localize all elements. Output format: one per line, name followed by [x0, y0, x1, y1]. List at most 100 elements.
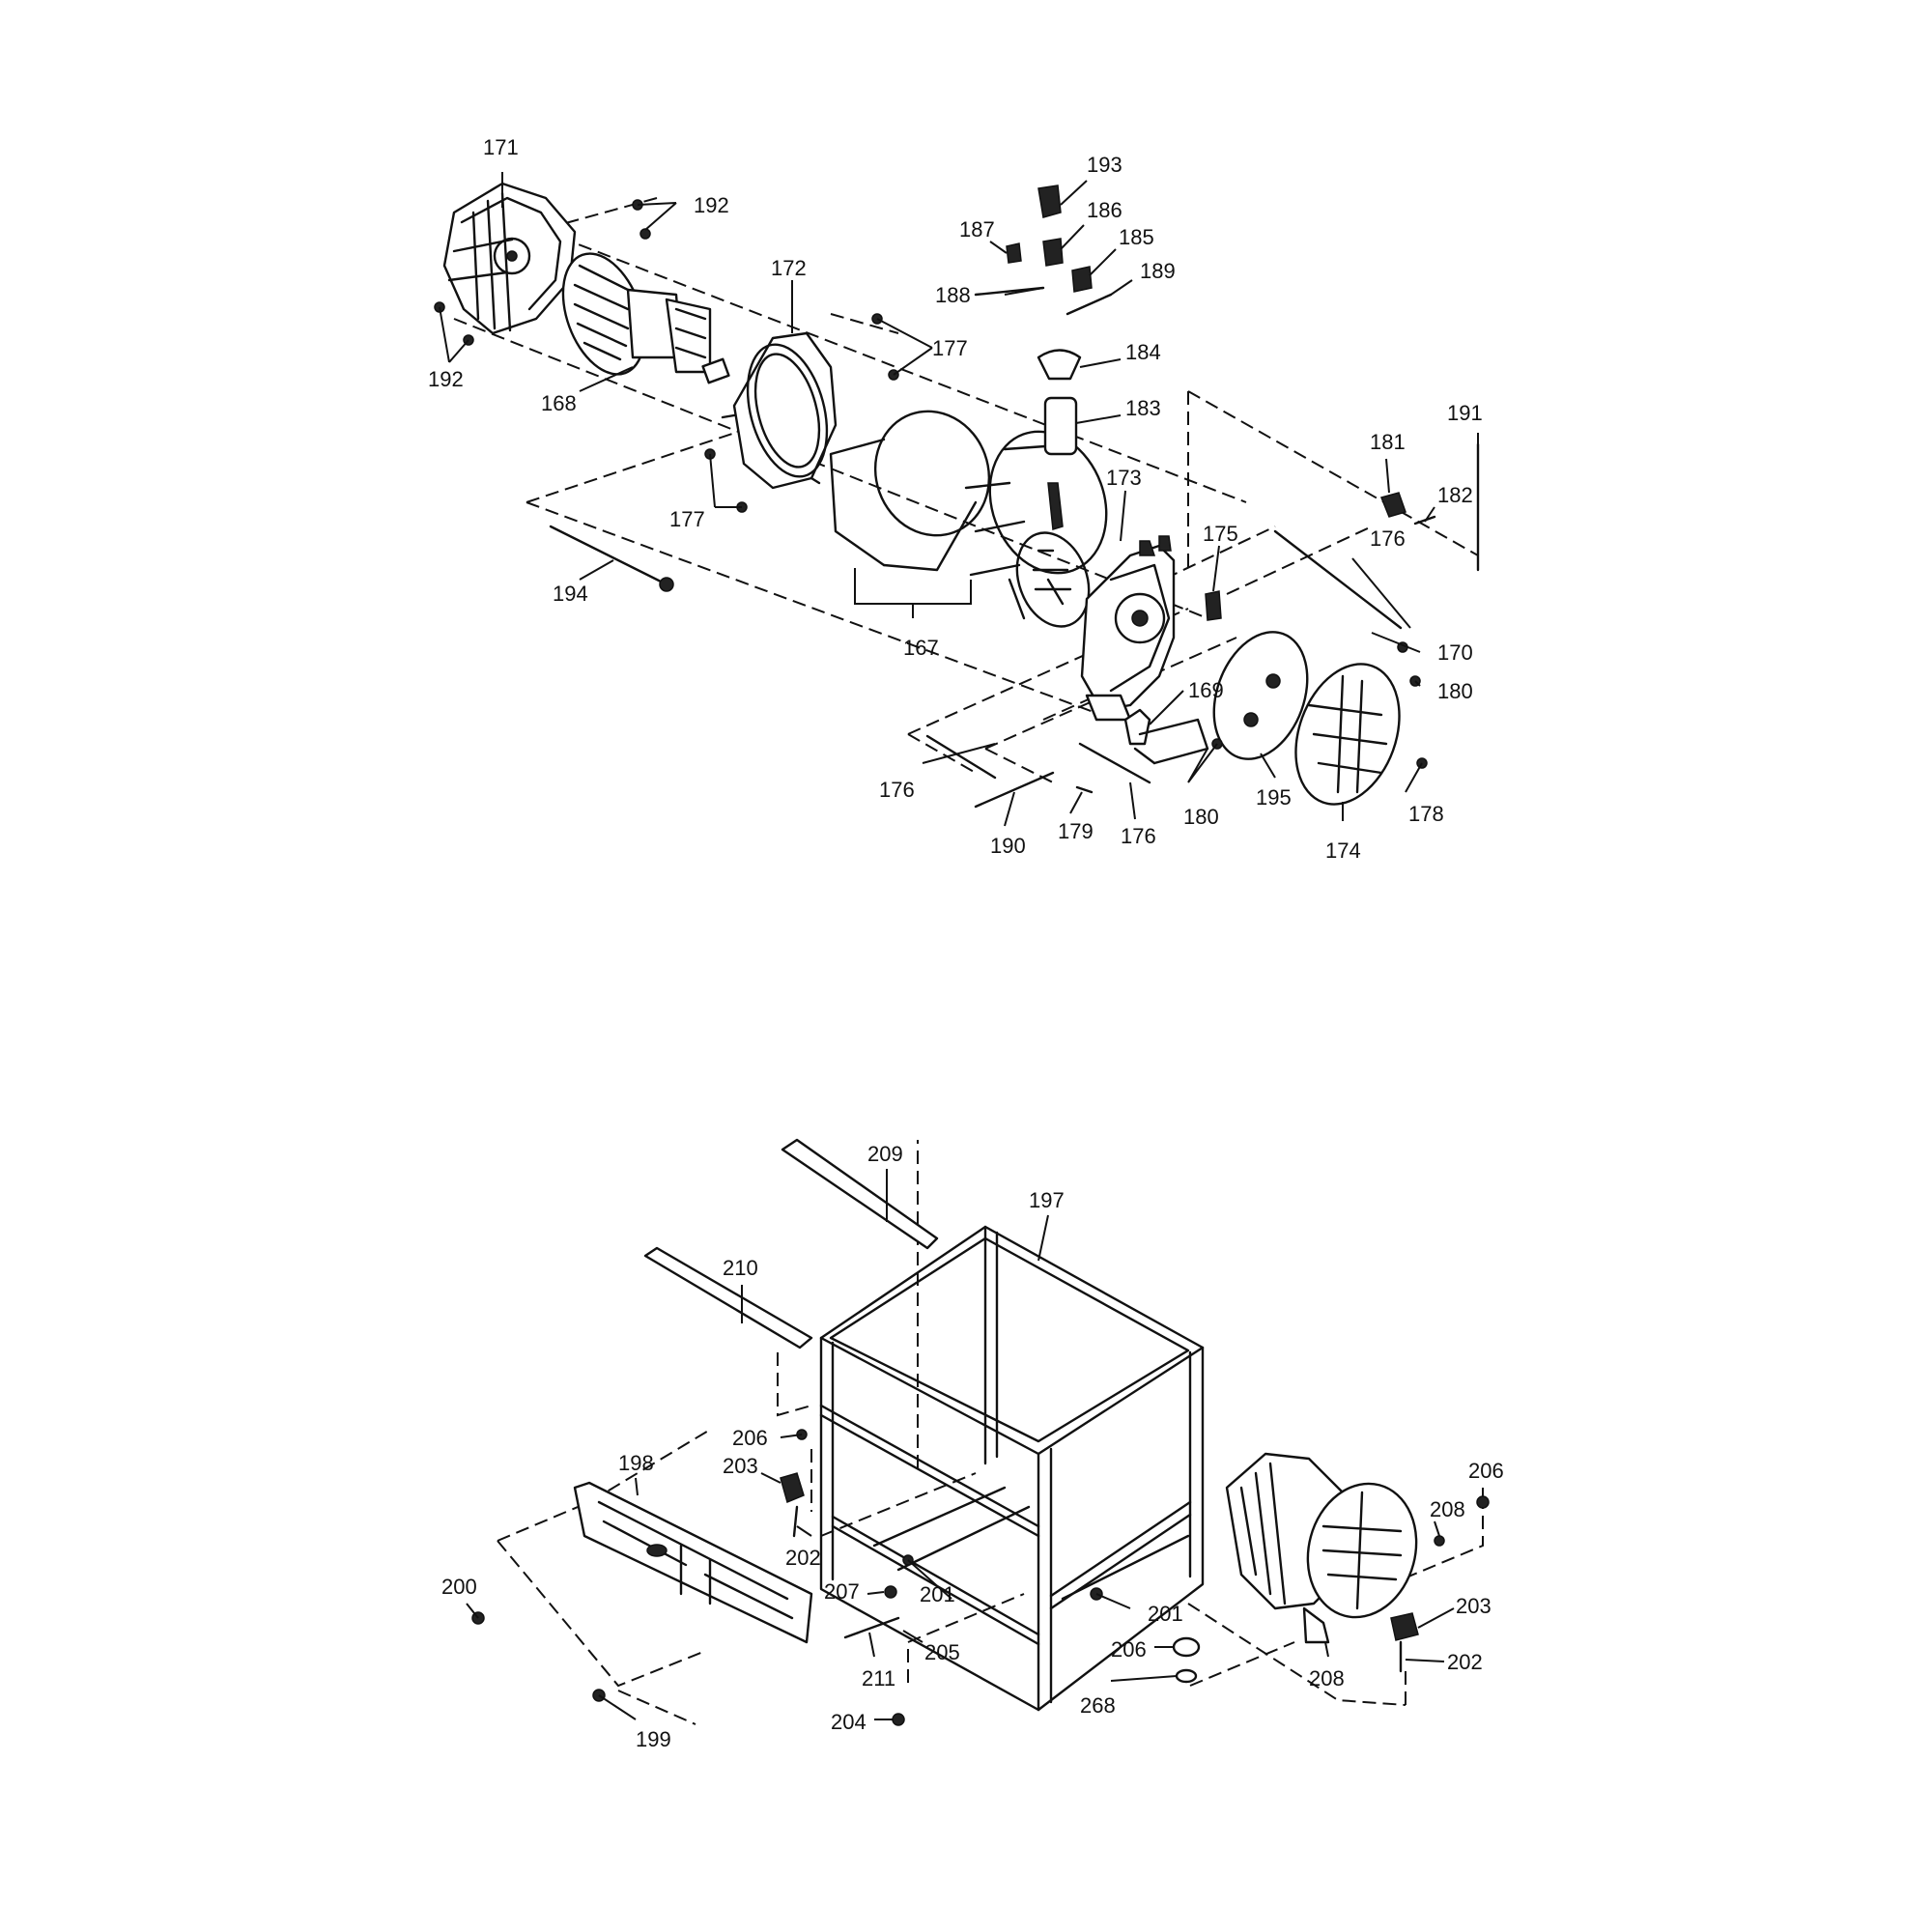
rear-housing-173	[1080, 535, 1176, 722]
callout-169: 169	[1188, 678, 1224, 702]
callout-leaders-lower	[466, 1169, 1484, 1720]
callout-189: 189	[1140, 259, 1176, 283]
tie-rod-176-mid	[1078, 742, 1151, 784]
callout-210: 210	[723, 1256, 758, 1280]
tie-rod-176-left	[925, 734, 997, 780]
callout-173: 173	[1106, 466, 1142, 490]
callout-204: 204	[831, 1710, 867, 1734]
callout-268: 268	[1080, 1693, 1116, 1718]
callouts-lower: 209 197 210 206 203 198 202 207 201 201 …	[441, 1142, 1504, 1751]
generator-end-assembly: 171 192 192 172 177 177 168 193 186 187 …	[428, 135, 1483, 863]
callout-172: 172	[771, 256, 807, 280]
callout-177-bottom: 177	[669, 507, 705, 531]
front-panel-198	[573, 1481, 813, 1644]
through-bolt-194	[549, 525, 668, 586]
callout-208-right: 208	[1430, 1497, 1465, 1521]
nut-207	[884, 1585, 897, 1599]
brush-holder-169	[1123, 708, 1209, 765]
callout-175: 175	[1203, 522, 1238, 546]
callouts-upper: 171 192 192 172 177 177 168 193 186 187 …	[428, 135, 1483, 863]
callout-168: 168	[541, 391, 577, 415]
callout-203-left: 203	[723, 1454, 758, 1478]
cap-184	[1037, 349, 1082, 381]
callout-211: 211	[862, 1666, 895, 1690]
breaker-181	[1379, 492, 1406, 518]
callout-191: 191	[1447, 401, 1483, 425]
callout-209: 209	[867, 1142, 903, 1166]
callout-192-top: 192	[694, 193, 729, 217]
bracket-203-left	[780, 1472, 805, 1504]
callout-174: 174	[1325, 838, 1361, 863]
callout-201-left: 201	[920, 1582, 955, 1606]
bar-209	[781, 1138, 939, 1250]
callout-200: 200	[441, 1575, 477, 1599]
generator-block	[1225, 1452, 1418, 1644]
callout-202-left: 202	[785, 1546, 821, 1570]
callout-195: 195	[1256, 785, 1292, 810]
callout-188: 188	[935, 283, 971, 307]
callout-192-left: 192	[428, 367, 464, 391]
callout-178: 178	[1408, 802, 1444, 826]
callout-187: 187	[959, 217, 995, 242]
callout-207: 207	[824, 1579, 860, 1604]
end-cover-grill-174	[1294, 663, 1401, 806]
callout-201-right: 201	[1148, 1602, 1183, 1626]
frame-assembly: 209 197 210 206 203 198 202 207 201 201 …	[441, 1138, 1504, 1751]
callout-180-bottom: 180	[1183, 805, 1219, 829]
bar-210	[643, 1246, 813, 1350]
callout-206-left: 206	[732, 1426, 768, 1450]
washer-179	[1075, 785, 1094, 794]
callout-leaders-upper	[439, 172, 1479, 827]
terminal-187	[1006, 242, 1022, 264]
mount-206-bottom	[1172, 1636, 1201, 1658]
bolt-211	[843, 1616, 900, 1639]
callout-193: 193	[1087, 153, 1122, 177]
screw-202-left	[792, 1505, 799, 1538]
callout-202-right: 202	[1447, 1650, 1483, 1674]
callout-206-right: 206	[1468, 1459, 1504, 1483]
callout-180-right: 180	[1437, 679, 1473, 703]
terminal-186	[1042, 238, 1064, 267]
tie-rod-176-upper	[1273, 529, 1403, 630]
end-cover-171	[442, 182, 577, 335]
bolt-206-right	[1476, 1495, 1490, 1509]
callout-182: 182	[1437, 483, 1473, 507]
bracket-203-right	[1390, 1612, 1419, 1641]
callout-176-lower-left: 176	[879, 778, 915, 802]
callout-206-bottom: 206	[1111, 1637, 1147, 1662]
cover-plate-195	[1212, 631, 1309, 760]
callout-190: 190	[990, 834, 1026, 858]
callout-198: 198	[618, 1451, 654, 1475]
callout-167: 167	[903, 636, 939, 660]
nut-194	[659, 577, 674, 592]
callout-186: 186	[1087, 198, 1122, 222]
callout-181: 181	[1370, 430, 1406, 454]
frame-197	[819, 1225, 1205, 1712]
callout-208-bottom: 208	[1309, 1666, 1345, 1690]
nut-204	[892, 1713, 905, 1726]
assembly-guide-lines-lower	[497, 1140, 1484, 1725]
callout-179: 179	[1058, 819, 1094, 843]
terminal-193	[1037, 185, 1062, 218]
callout-176-upper: 176	[1370, 526, 1406, 551]
rotor-168	[561, 252, 730, 384]
callout-199: 199	[636, 1727, 671, 1751]
terminal-185	[1071, 266, 1093, 293]
diode-175	[1205, 590, 1222, 621]
callout-197: 197	[1029, 1188, 1065, 1212]
bearing-bracket-172	[721, 331, 838, 490]
callout-205: 205	[924, 1640, 960, 1664]
callout-203-right: 203	[1456, 1594, 1492, 1618]
stator-167	[829, 410, 1108, 628]
nut-208-right	[1434, 1535, 1445, 1547]
capacitor-183	[1043, 396, 1078, 456]
washer-268	[1175, 1668, 1198, 1684]
callout-170: 170	[1437, 640, 1473, 665]
callout-185: 185	[1119, 225, 1154, 249]
callout-177-top: 177	[932, 336, 968, 360]
callout-194: 194	[553, 582, 588, 606]
wire-189	[1065, 293, 1113, 316]
bolt-190	[974, 771, 1055, 809]
callout-183: 183	[1125, 396, 1161, 420]
